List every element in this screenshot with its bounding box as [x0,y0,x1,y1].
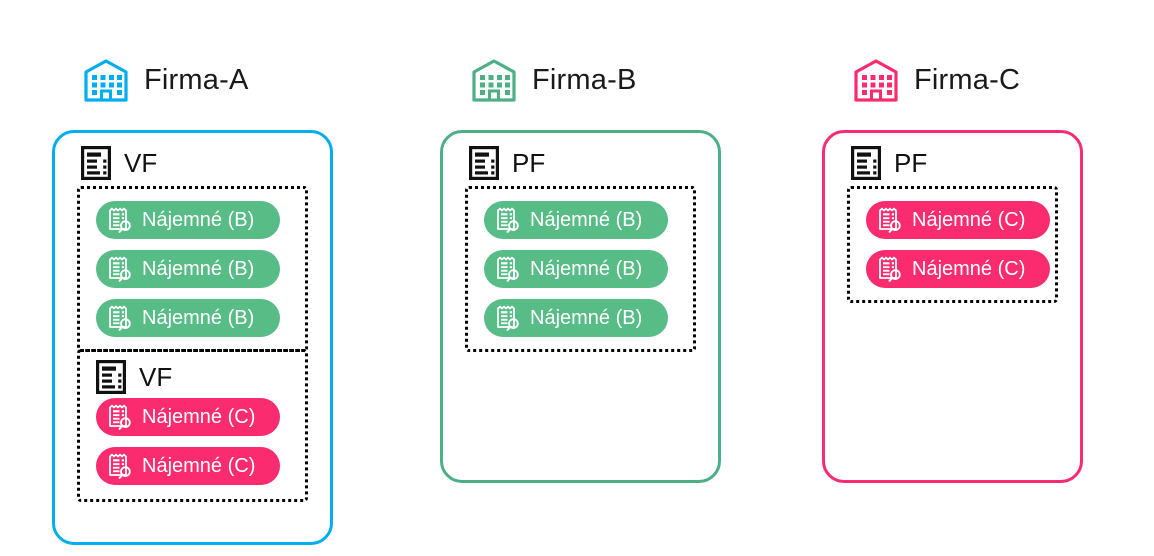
document-label: VF [139,361,173,392]
company-group-firma-c: Firma-C PF [822,52,1083,483]
document-label: PF [512,147,546,178]
receipt-search-icon [879,256,901,282]
document-item-group: VF [77,349,308,502]
list-item-label: Nájemné (C) [912,258,1026,280]
receipt-search-icon [109,256,131,282]
document-icon [96,360,126,394]
building-icon [854,59,898,102]
receipt-search-icon [109,453,131,479]
item-list: Nájemné (B) [80,201,305,337]
document-item-group: Nájemné (B) [77,186,308,352]
list-item-label: Nájemné (B) [142,307,255,329]
building-icon [472,59,516,102]
list-item[interactable]: Nájemné (B) [96,201,280,239]
company-group-firma-b: Firma-B PF [440,52,721,483]
building-icon [84,59,128,102]
list-item-label: Nájemné (C) [142,406,256,428]
document-item-group: Nájemné (C) [847,186,1058,303]
document-header: PF [825,133,1080,186]
company-name: Firma-B [532,63,637,96]
receipt-search-icon [109,207,131,233]
item-list: Nájemné (C) [80,398,305,487]
list-item-label: Nájemné (C) [142,455,256,477]
company-group-firma-a: Firma-A VF [52,52,333,545]
receipt-search-icon [497,207,519,233]
company-header: Firma-C [822,52,1083,108]
list-item[interactable]: Nájemné (C) [96,398,280,436]
list-item-label: Nájemné (C) [912,209,1026,231]
company-card: PF [822,130,1083,483]
list-item[interactable]: Nájemné (C) [866,201,1050,239]
receipt-search-icon [497,305,519,331]
list-item[interactable]: Nájemné (B) [484,201,668,239]
item-list: Nájemné (C) [850,201,1055,288]
document-header: VF [55,133,330,186]
list-item[interactable]: Nájemné (C) [866,250,1050,288]
company-header: Firma-A [52,52,333,108]
list-item-label: Nájemné (B) [142,209,255,231]
company-card: PF [440,130,721,483]
list-item-label: Nájemné (B) [530,307,643,329]
document-section: VF [55,133,330,352]
receipt-search-icon [497,256,519,282]
list-item-label: Nájemné (B) [530,258,643,280]
document-icon [469,146,499,180]
company-name: Firma-A [144,63,249,96]
document-icon [81,146,111,180]
company-name: Firma-C [914,63,1021,96]
document-header: PF [443,133,718,186]
receipt-search-icon [879,207,901,233]
list-item[interactable]: Nájemné (C) [96,447,280,485]
document-header: VF [80,352,305,398]
list-item[interactable]: Nájemné (B) [484,250,668,288]
company-header: Firma-B [440,52,721,108]
document-section: PF [825,133,1080,303]
list-item[interactable]: Nájemné (B) [484,299,668,337]
document-section: VF [55,349,330,502]
document-section: PF [443,133,718,352]
list-item-label: Nájemné (B) [142,258,255,280]
document-item-group: Nájemné (B) [465,186,696,352]
list-item[interactable]: Nájemné (B) [96,299,280,337]
company-card: VF [52,130,333,545]
receipt-search-icon [109,305,131,331]
receipt-search-icon [109,404,131,430]
list-item[interactable]: Nájemné (B) [96,250,280,288]
document-label: PF [894,147,928,178]
item-list: Nájemné (B) [468,201,693,337]
document-label: VF [124,147,158,178]
document-icon [851,146,881,180]
list-item-label: Nájemné (B) [530,209,643,231]
